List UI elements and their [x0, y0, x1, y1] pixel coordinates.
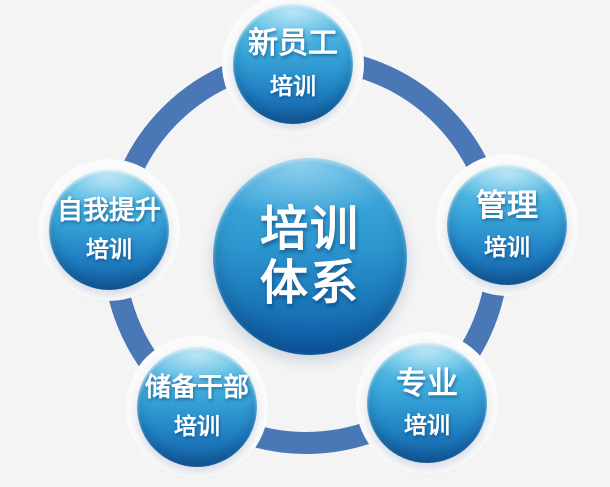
node-reserve-cadre-training: 储备干部 培训 [137, 347, 257, 467]
node-label-primary: 自我提升 [56, 194, 161, 225]
node-label-primary: 管理 [476, 187, 538, 223]
node-label-secondary: 培训 [404, 412, 450, 439]
node-label-secondary: 培训 [86, 236, 132, 263]
node-new-employee-training: 新员工 培训 [233, 4, 353, 124]
node-professional-training: 专业 培训 [367, 343, 487, 463]
node-label-secondary: 培训 [484, 234, 530, 261]
node-label-secondary: 培训 [270, 72, 316, 99]
node-management-training: 管理 培训 [447, 165, 567, 285]
center-node-line1: 培训 [259, 202, 360, 256]
node-label-primary: 新员工 [248, 27, 338, 61]
node-self-improvement-training: 自我提升 培训 [49, 170, 169, 290]
center-node-line2: 体系 [259, 256, 360, 310]
node-label-secondary: 培训 [174, 413, 220, 440]
node-label-primary: 专业 [396, 365, 458, 401]
center-node-training-system: 培训 体系 [213, 158, 407, 355]
node-label-primary: 储备干部 [144, 371, 249, 402]
